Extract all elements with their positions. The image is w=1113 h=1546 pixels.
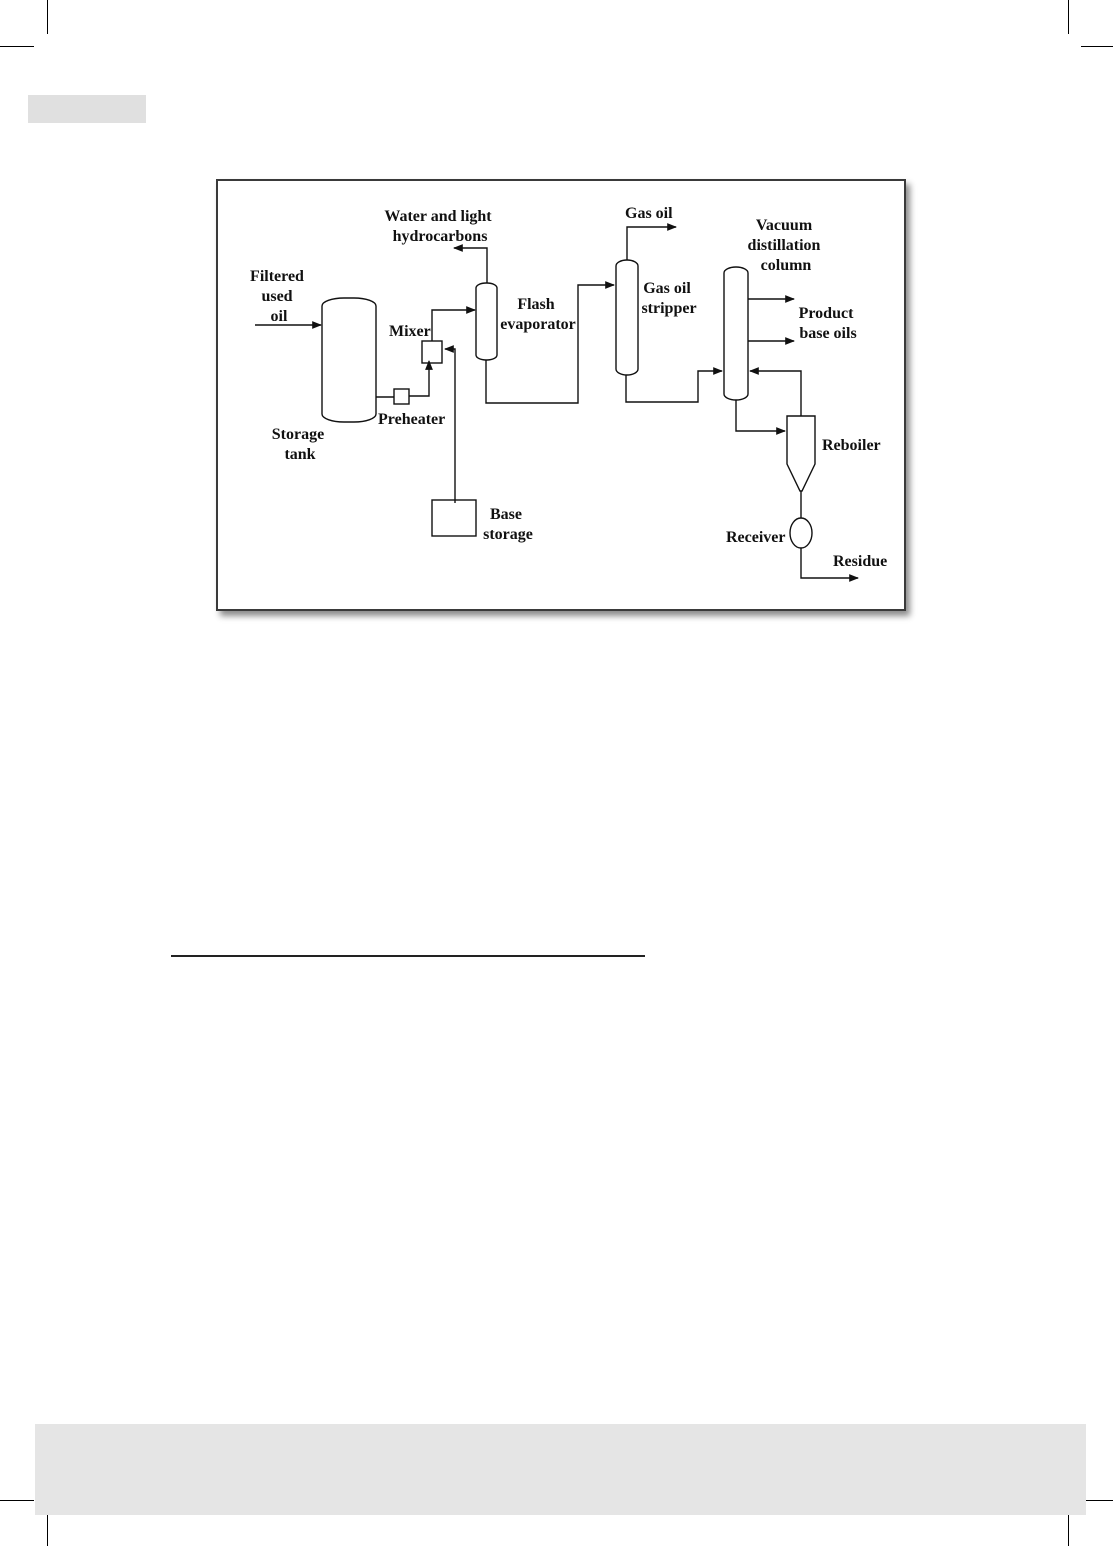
footer-band — [35, 1424, 1086, 1515]
pipe — [735, 400, 786, 435]
label-vacuum-distillation-column: Vacuum distillation column — [748, 217, 825, 274]
label-gas-oil: Gas oil — [625, 205, 673, 222]
crop-mark — [1068, 1514, 1069, 1546]
horizontal-rule — [171, 955, 645, 957]
base-storage-tank — [431, 499, 477, 537]
receiver — [789, 517, 813, 549]
label-water-light-hydrocarbons: Water and light hydrocarbons — [384, 208, 495, 245]
label-reboiler: Reboiler — [822, 437, 881, 454]
label-preheater: Preheater — [378, 411, 445, 428]
label-product-base-oils: Product base oils — [799, 305, 858, 342]
preheater-box — [393, 388, 410, 405]
pipe — [409, 360, 433, 397]
label-flash-evaporator: Flash evaporator — [500, 296, 576, 333]
mixer-box — [421, 340, 443, 364]
label-storage-tank: Storage tank — [272, 426, 328, 463]
label-residue: Residue — [833, 553, 887, 570]
label-base-storage: Base storage — [483, 506, 533, 543]
storage-tank — [321, 297, 377, 423]
label-filtered-used-oil: Filtered used oil — [250, 268, 308, 325]
residue-line — [800, 548, 859, 582]
crop-mark — [0, 46, 34, 47]
gas-oil-stripper — [615, 259, 639, 376]
crop-mark — [0, 1500, 34, 1501]
crop-mark — [47, 0, 48, 34]
label-receiver: Receiver — [726, 529, 786, 546]
process-flow-diagram: Filtered used oil Storage tank Preheater… — [216, 179, 906, 611]
label-mixer: Mixer — [389, 323, 431, 340]
header-tab — [28, 95, 146, 123]
crop-mark — [1081, 1500, 1113, 1501]
crop-mark — [47, 1514, 48, 1546]
flash-evaporator — [475, 282, 498, 361]
flow-diagram-svg: Filtered used oil Storage tank Preheater… — [250, 205, 887, 582]
vacuum-distillation-column — [723, 266, 749, 401]
reflux-line — [749, 367, 802, 416]
pipe — [444, 345, 456, 503]
reboiler — [786, 415, 816, 492]
label-gas-oil-stripper: Gas oil stripper — [641, 280, 696, 317]
pipe — [625, 367, 723, 403]
pipe — [453, 244, 488, 283]
pipe — [485, 281, 615, 404]
crop-mark — [1081, 46, 1113, 47]
pipe — [431, 306, 476, 341]
crop-mark — [1068, 0, 1069, 34]
pipe — [626, 223, 677, 260]
